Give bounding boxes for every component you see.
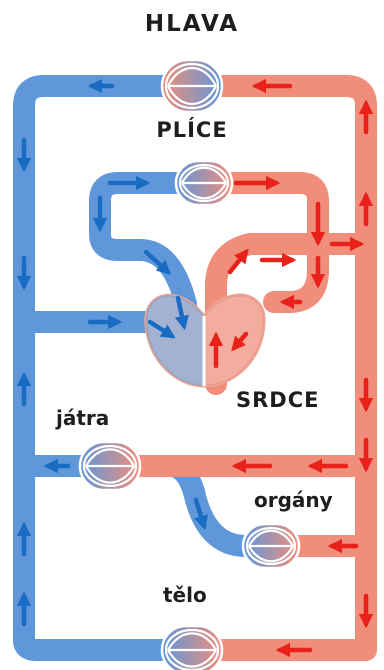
capillary-rim (164, 62, 220, 110)
lungs-label: PLÍCE (156, 118, 228, 142)
liver-capillary-bed (78, 440, 142, 492)
capillary-rim (164, 628, 220, 670)
organs-capillary-bed (241, 522, 301, 570)
capillary-line (85, 448, 135, 467)
liver-label: játra (56, 406, 110, 430)
red-flow-arrow (227, 248, 249, 275)
capillary-rim (178, 163, 230, 203)
capillary-line (181, 166, 227, 184)
capillary-beds (78, 58, 301, 670)
capillary-line (167, 632, 217, 651)
organs-label: orgány (254, 488, 333, 512)
head-label: HLAVA (144, 11, 240, 37)
capillary-line (248, 545, 294, 563)
head-capillary-bed (160, 58, 224, 114)
capillary-line (181, 182, 227, 200)
head-vein (13, 75, 189, 331)
red-flow-arrow (231, 331, 249, 352)
heart-right-half (145, 295, 204, 386)
blue-flow-arrow (147, 319, 176, 339)
capillary-line (85, 465, 135, 484)
vena-cava (13, 301, 189, 661)
body-capillary-bed (160, 624, 224, 670)
aorta (195, 225, 377, 661)
capillary-line (167, 649, 217, 668)
pulmonary-artery (89, 172, 199, 315)
heart-label: SRDCE (236, 388, 320, 412)
body-label: tělo (163, 583, 207, 607)
capillary-line (167, 67, 217, 87)
lungs-capillary-bed (174, 159, 234, 207)
heart (144, 293, 266, 388)
capillary-rim (245, 526, 297, 566)
blue-flow-arrow (143, 249, 172, 275)
head-artery (195, 75, 377, 261)
flow-arrows (16, 78, 374, 658)
heart-left-half (204, 295, 265, 386)
capillary-rim (82, 444, 138, 488)
aortic-arch (205, 233, 377, 395)
blue-flow-arrow (174, 295, 189, 331)
portal-vein (119, 455, 257, 557)
blue-flow-arrow (193, 497, 208, 531)
capillary-line (167, 85, 217, 105)
capillary-line (248, 529, 294, 547)
